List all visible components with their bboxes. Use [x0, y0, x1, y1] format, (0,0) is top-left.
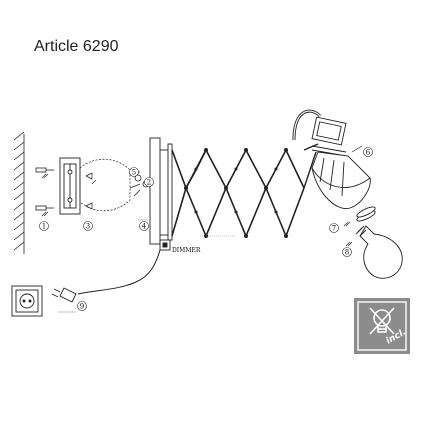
mounting-cap	[79, 158, 131, 212]
dimmer-label: DIMMER	[172, 247, 201, 254]
wall-bracket	[59, 157, 81, 215]
step-1-label: 1	[42, 223, 46, 231]
plug-icon	[51, 287, 77, 303]
bracket-screws	[85, 172, 97, 210]
wall-plugs	[35, 167, 54, 211]
lamp-socket-head	[311, 116, 347, 157]
step-6-label: 6	[366, 149, 371, 157]
scissor-arm	[171, 148, 305, 239]
page-title: Article 6290	[34, 38, 119, 55]
power-cable	[77, 249, 161, 295]
step-4-label: 4	[142, 223, 147, 231]
ring-screw	[343, 221, 351, 227]
bulb-screw	[345, 241, 353, 247]
badge-bulb-icon	[369, 307, 395, 335]
step-3-label: 3	[86, 223, 90, 231]
light-bulb-icon	[355, 225, 403, 279]
shade-arrow	[351, 145, 363, 153]
screw-icon	[41, 173, 49, 217]
step-7-label: 7	[332, 225, 336, 233]
arm-base-plate	[149, 137, 173, 245]
wall-socket	[11, 285, 43, 317]
step-5-label: 5	[132, 169, 136, 177]
wall-hatch	[13, 131, 25, 254]
scissor-joints	[184, 148, 288, 238]
dimmer-switch	[159, 239, 171, 251]
dimension-marks	[58, 219, 236, 313]
shade-ring	[356, 206, 376, 222]
bulb-included-badge: incl.	[354, 298, 410, 354]
step-9-label: 9	[80, 303, 84, 311]
lamp-shade	[311, 151, 371, 210]
step-2-label: 2	[147, 179, 151, 187]
arm-lamp-connector	[303, 143, 319, 189]
lamp-handle-inner	[293, 110, 321, 141]
step-8-label: 8	[345, 249, 349, 257]
step-markers	[39, 147, 373, 311]
